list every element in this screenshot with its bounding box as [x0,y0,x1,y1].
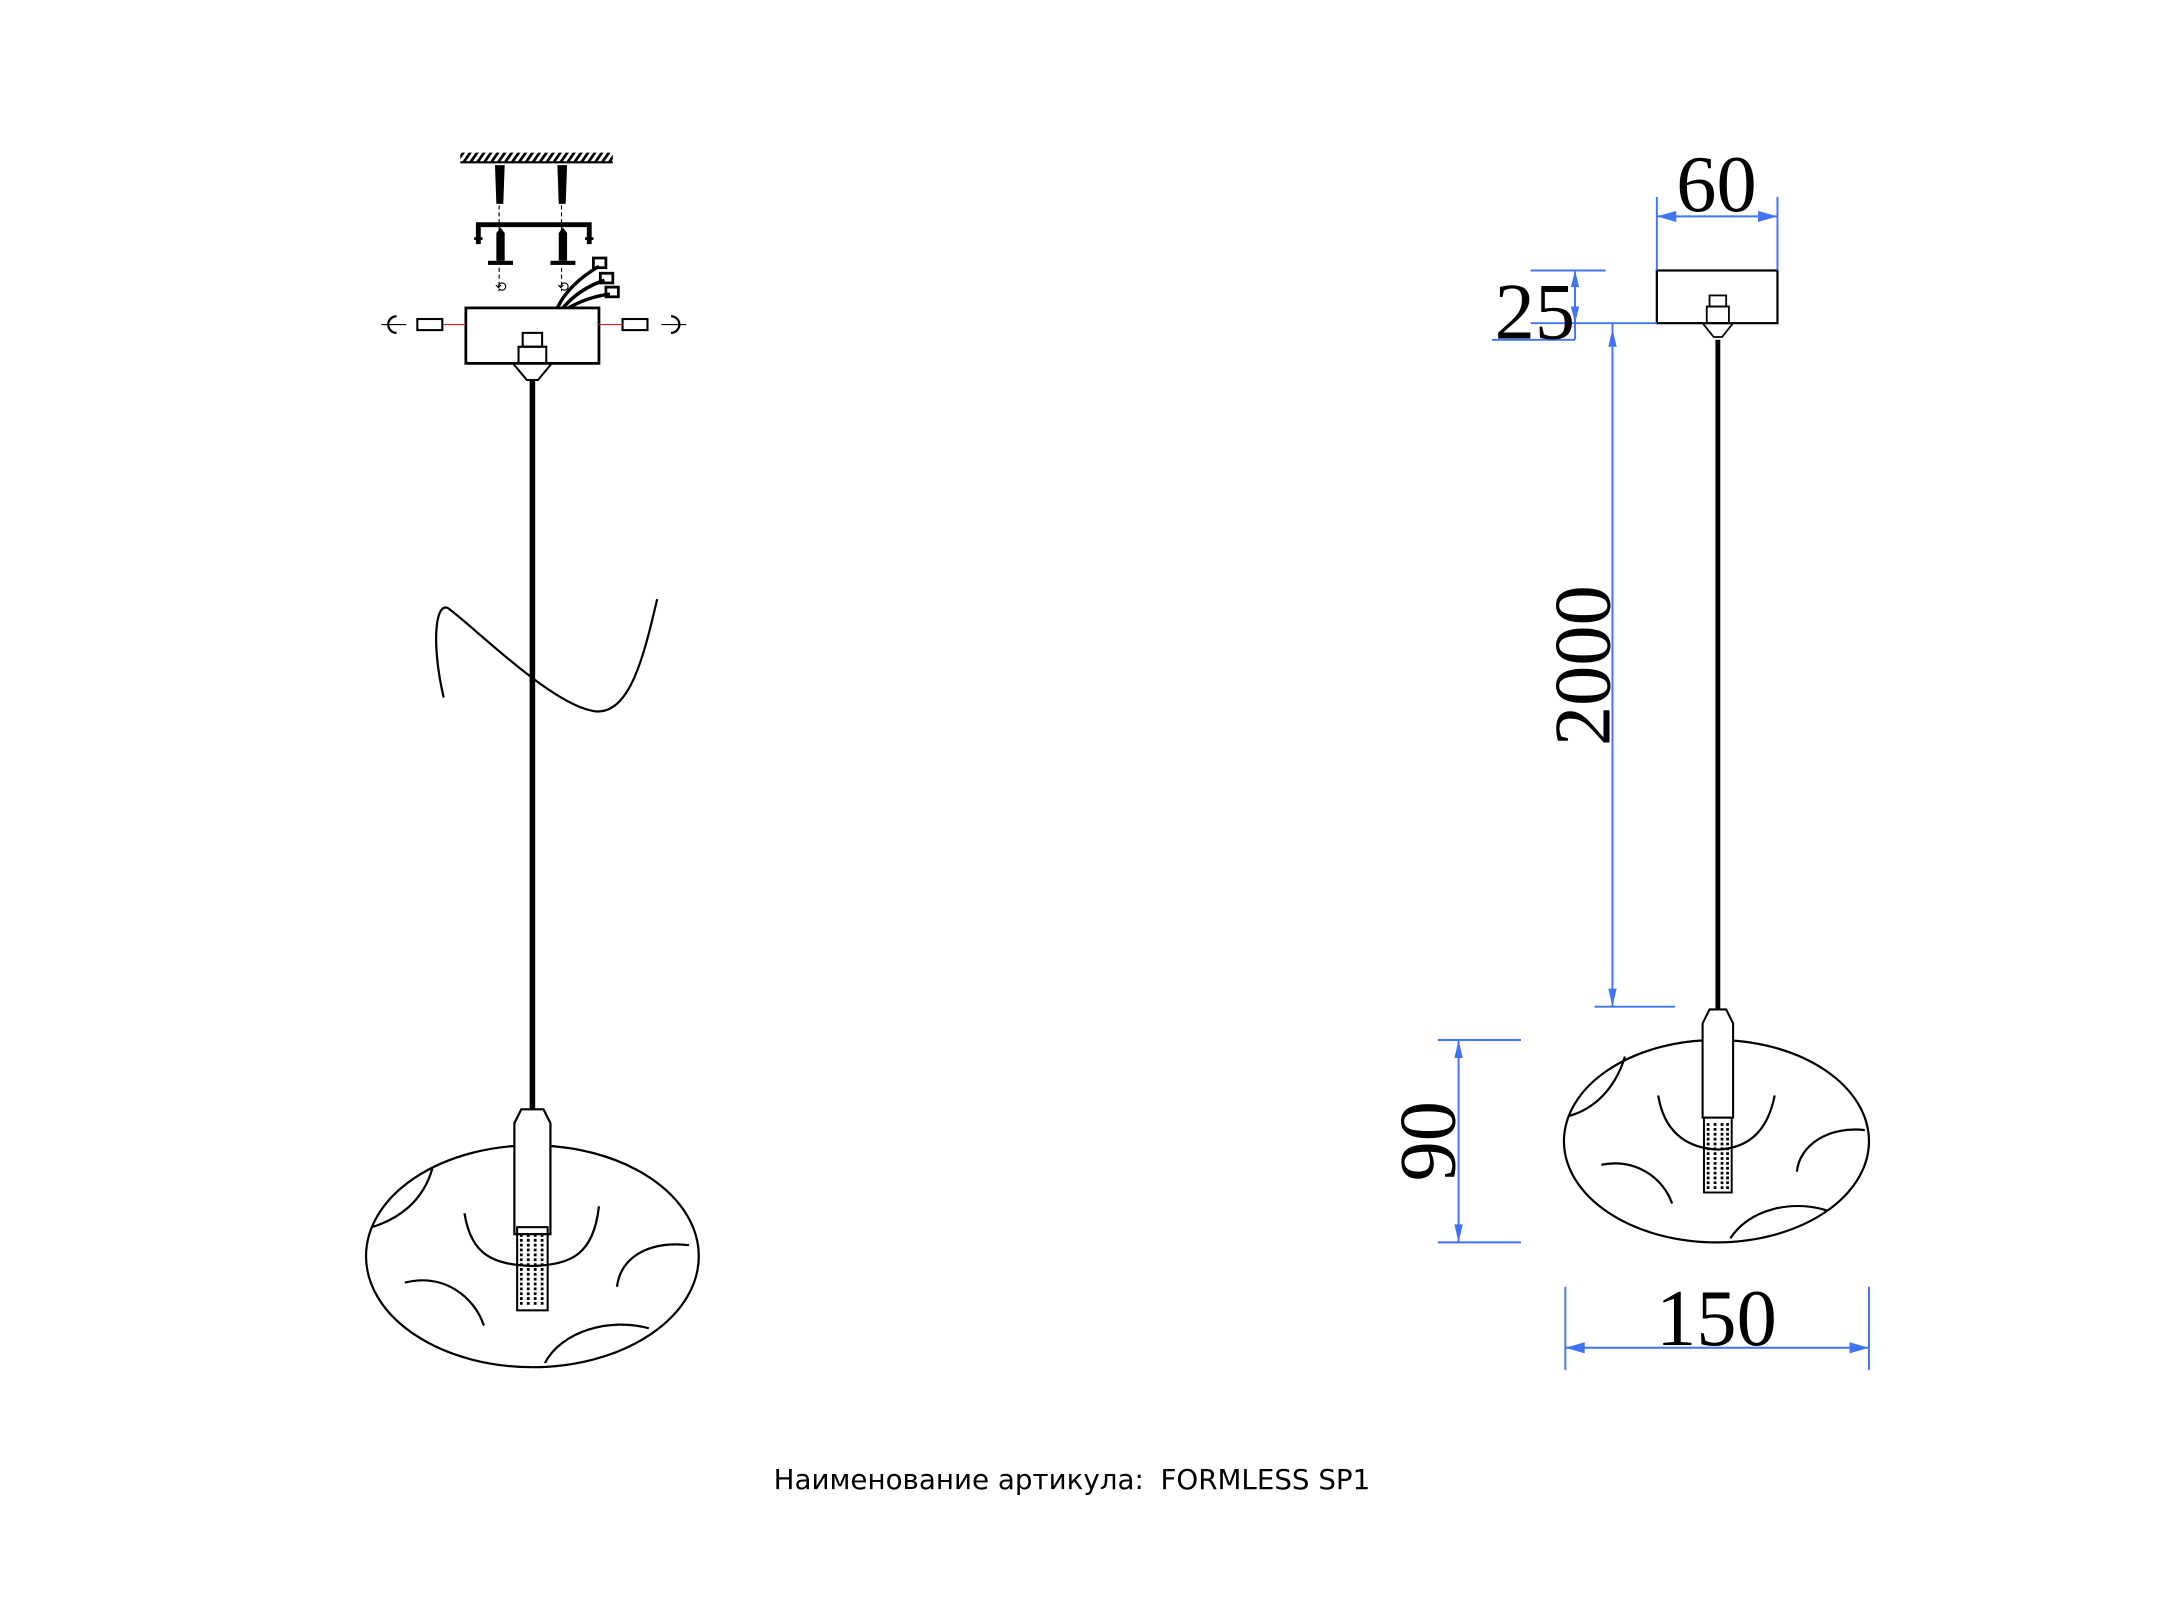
caption-article: FORMLESS SP1 [1160,1463,1370,1496]
dim-label-25: 25 [1495,267,1575,356]
svg-text:⟲: ⟲ [495,279,507,295]
wire-connectors [555,256,620,310]
ceiling-hatch [460,152,613,164]
caption-label: Наименование артикула: [774,1463,1144,1496]
lamp-shade-left [364,1108,700,1369]
wall-anchors [494,165,568,292]
dimension-cord-2000: 2000 [1539,323,1675,1008]
dimension-width-60: 60 [1655,140,1779,271]
mounting-screws: ⟲ ⟲ [488,227,576,295]
assembly-view: ⟲ ⟲ [364,152,700,1369]
cord-coil-curve [435,598,659,713]
dim-label-150: 150 [1656,1274,1777,1363]
dim-label-90: 90 [1383,1101,1472,1181]
dimension-view: 60 25 2000 90 150 [1383,140,1871,1370]
dim-label-60: 60 [1676,140,1756,229]
dimension-height-25: 25 [1491,267,1657,356]
dimension-height-90: 90 [1383,1039,1521,1244]
dim-label-2000: 2000 [1539,585,1628,746]
lamp-shade-right [1562,1008,1871,1244]
mounting-bracket [474,222,594,245]
side-screws [381,315,687,334]
canopy-right [1655,269,1779,338]
article-caption: Наименование артикула: FORMLESS SP1 [774,1463,1371,1496]
canopy-box [464,306,601,382]
dimension-width-150: 150 [1564,1274,1870,1370]
